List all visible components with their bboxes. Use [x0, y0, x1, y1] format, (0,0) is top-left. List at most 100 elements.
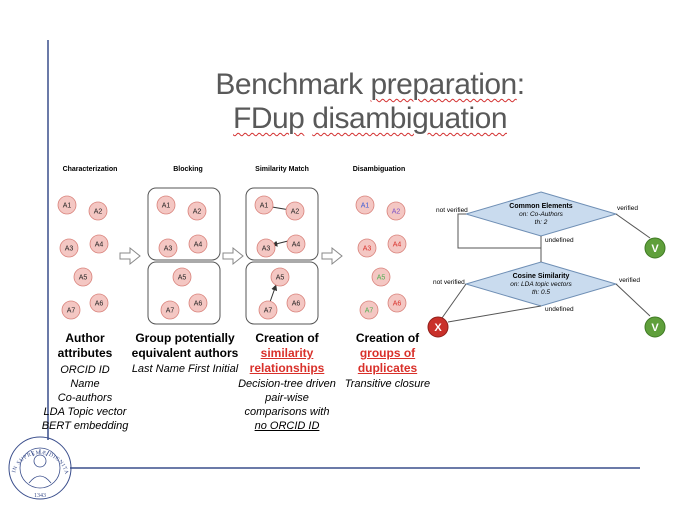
author-node-similarity-a7 [258, 300, 278, 320]
label-verified-2: verified [619, 277, 640, 284]
char-item-3: Co-authors [57, 392, 113, 404]
author-node-label: A2 [291, 209, 300, 216]
sim-title-3: relationships [249, 361, 325, 375]
author-node-label: A7 [166, 308, 175, 315]
author-node-blocking-a7 [160, 300, 180, 320]
author-node-disambiguation-a6 [387, 293, 407, 313]
title-line-2: FDup disambiguation [150, 102, 590, 136]
author-node-label: A2 [94, 209, 103, 216]
author-node-label: A4 [393, 242, 402, 249]
title-part: Benchmark [215, 68, 371, 101]
result-x-label: X [434, 322, 442, 334]
author-node-similarity-a2 [285, 201, 305, 221]
blocking-box-top [147, 187, 221, 261]
result-verified-2 [644, 316, 666, 338]
author-node-label: A1 [162, 203, 171, 210]
author-node-disambiguation-a4 [387, 234, 407, 254]
label-not-verified-1: not verified [436, 207, 468, 214]
author-node-similarity-a5 [270, 267, 290, 287]
author-node-label: A1 [260, 203, 269, 210]
author-node-similarity-a4 [286, 234, 306, 254]
author-node-blocking-a6 [188, 293, 208, 313]
author-node-characterization-a6 [89, 293, 109, 313]
char-item-4: LDA Topic vector [43, 406, 127, 418]
author-node-disambiguation-a1 [355, 195, 375, 215]
stage-label-similarity: Similarity Match [255, 166, 309, 173]
author-node-characterization-a1 [57, 195, 77, 215]
author-node-blocking-a3 [158, 238, 178, 258]
author-node-characterization-a4 [89, 234, 109, 254]
author-node-characterization-a3 [59, 238, 79, 258]
char-title-1: Author [65, 331, 105, 345]
author-node-label: A6 [95, 301, 104, 308]
stage-label-disambiguation: Disambiguation [352, 166, 406, 173]
sim-sub-2: pair-wise [265, 392, 309, 404]
edge-cosine-verified [615, 283, 651, 317]
dis-sub: Transitive closure [344, 378, 431, 390]
title-part: : [516, 68, 525, 101]
author-node-blocking-a5 [172, 267, 192, 287]
block-sub: Last Name First Initial [131, 363, 239, 375]
similarity-box-top [245, 187, 319, 261]
sim-title-2: similarity [260, 346, 314, 360]
sim-title-1: Creation of [255, 331, 319, 345]
author-node-label: A5 [178, 275, 187, 282]
author-node-label: A3 [164, 246, 173, 253]
author-node-characterization-a2 [88, 201, 108, 221]
author-node-label: A7 [67, 308, 76, 315]
author-node-disambiguation-a2 [386, 201, 406, 221]
author-node-label: A1 [63, 203, 72, 210]
node2-title: Cosine Similarity [513, 273, 570, 280]
author-node-label: A5 [377, 275, 386, 282]
label-undefined-1: undefined [545, 237, 574, 244]
author-node-label: A4 [95, 242, 104, 249]
author-node-label: A1 [361, 203, 370, 210]
author-node-label: A5 [79, 275, 88, 282]
char-item-2: Name [70, 378, 100, 390]
stage-label-characterization: Characterization [62, 166, 118, 173]
author-node-characterization-a7 [61, 300, 81, 320]
label-verified-1: verified [617, 205, 638, 212]
author-node-label: A6 [292, 301, 301, 308]
author-node-similarity-a1 [254, 195, 274, 215]
university-seal: IN SUPREMÆ DIGNITATIS 1343 [5, 433, 72, 500]
author-node-similarity-a6 [286, 293, 306, 313]
flow-arrow-1 [119, 246, 141, 266]
title-part: FDup [233, 102, 305, 135]
stage-label-blocking: Blocking [173, 166, 203, 173]
node1-on: on: Co-Authors [519, 211, 563, 218]
node1-title: Common Elements [509, 203, 573, 210]
author-nodes: A1A2A3A4A5A6A7A1A2A3A4A5A6A7A1A2A3A4A5A6… [57, 195, 407, 320]
char-title-2: attributes [57, 346, 113, 360]
edge-cosine-not-verified [441, 283, 467, 319]
similarity-box-bottom [245, 261, 319, 325]
label-not-verified-2: not verified [433, 279, 465, 286]
author-node-label: A4 [194, 242, 203, 249]
title-line-1: Benchmark preparation: [150, 68, 590, 102]
sim-sub-4: no ORCID ID [254, 420, 320, 432]
author-node-disambiguation-a5 [371, 267, 391, 287]
char-item-5: BERT embedding [41, 420, 129, 432]
author-node-label: A3 [262, 246, 271, 253]
author-node-label: A3 [363, 246, 372, 253]
sim-sub-3: comparisons with [244, 406, 330, 418]
block-title-1: Group potentially [135, 331, 235, 345]
label-undefined-2: undefined [545, 306, 574, 313]
title-part: preparation [370, 68, 517, 101]
block-title-2: equivalent authors [131, 346, 239, 360]
author-node-blocking-a4 [188, 234, 208, 254]
author-node-label: A4 [292, 242, 301, 249]
author-node-label: A7 [264, 308, 273, 315]
author-node-label: A7 [365, 308, 374, 315]
result-rejected [427, 316, 449, 338]
result-v-label-1: V [651, 243, 659, 255]
author-node-disambiguation-a7 [359, 300, 379, 320]
sim-arrow-a7-a5 [269, 284, 278, 303]
author-node-similarity-a3 [256, 238, 276, 258]
flow-arrow-3 [321, 246, 343, 266]
node2-on: on: LDA topic vectors [510, 281, 572, 288]
result-v-label-2: V [651, 322, 659, 334]
author-node-label: A3 [65, 246, 74, 253]
